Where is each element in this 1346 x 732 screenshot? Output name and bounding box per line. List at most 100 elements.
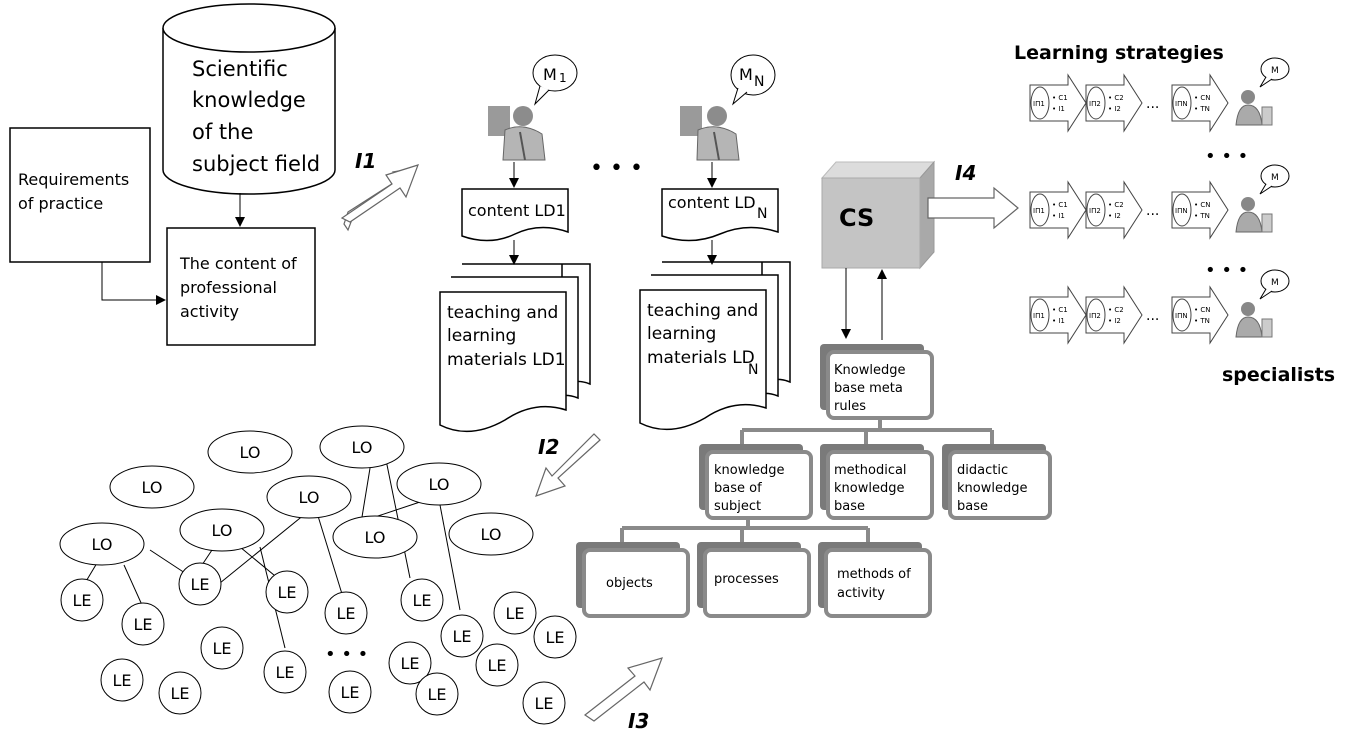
strategy-step-arrow: IПN• CN• TN [1171, 285, 1229, 345]
cs-label: CS [839, 204, 874, 232]
content-ldn-document: content LD N [661, 188, 779, 242]
step-code: IП2 [1089, 312, 1101, 320]
kb-meta-line-3: rules [834, 399, 866, 414]
developer-1-label: M [543, 65, 557, 84]
materials-ldn-subscript: N [748, 362, 758, 378]
le-label: LE [427, 685, 446, 704]
lo-label: LO [352, 438, 373, 457]
materials-ld1-stack: teaching and learning materials LD1 [439, 263, 591, 433]
step-code: IП2 [1089, 207, 1101, 215]
strategies-title: Learning strategies [1014, 42, 1224, 64]
content-ldn-subscript: N [757, 206, 767, 222]
step-item: • I1 [1052, 317, 1065, 325]
learning-object-node: LO [332, 515, 418, 559]
step-code: IП2 [1089, 100, 1101, 108]
le-label: LE [487, 656, 506, 675]
strategy-step-arrow: IП2• C2• I2 [1085, 73, 1143, 133]
content-ldn-label: content LD [668, 193, 756, 212]
kb-subject-line-2: base of [714, 481, 762, 496]
le-label: LE [275, 663, 294, 682]
learning-element-node: LE [200, 626, 244, 670]
activity-line-2: professional [180, 278, 277, 297]
kb-meta-rules-node: Knowledge base meta rules [820, 344, 934, 420]
cs-cube: CS [820, 160, 936, 270]
kb-didactic-line-2: knowledge [957, 481, 1027, 496]
lo-label: LO [212, 521, 233, 540]
activity-line-1: The content of [179, 254, 297, 273]
learning-element-node: LE [400, 578, 444, 622]
learning-object-node: LO [266, 475, 352, 519]
learning-object-node: LO [179, 508, 265, 552]
interface-i2-arrow [535, 433, 601, 497]
scientific-knowledge-cylinder: Scientific knowledge of the subject fiel… [162, 3, 336, 195]
materials-ldn-stack: teaching and learning materials LD N [639, 261, 791, 431]
materials-ldn-line-1: teaching and [647, 301, 758, 321]
requirements-box: Requirements of practice [9, 127, 151, 263]
learning-element-node: LE [328, 670, 372, 714]
step-code: IПN [1175, 312, 1188, 320]
learning-object-node: LO [396, 462, 482, 506]
developers-ellipsis: • • • [590, 156, 643, 181]
learning-element-node: LE [388, 641, 432, 685]
step-item: • I2 [1108, 317, 1121, 325]
kb-subject-node: knowledge base of subject [699, 444, 813, 520]
strategy-step-arrow: IПN• CN• TN [1171, 73, 1229, 133]
le-label: LE [212, 639, 231, 658]
learning-object-node: LO [59, 522, 145, 566]
content-ld1-document: content LD1 [461, 188, 569, 242]
step-item: • TN [1194, 212, 1210, 220]
learning-element-node: LE [475, 643, 519, 687]
developer-n-subscript: N [754, 74, 764, 90]
scientific-knowledge-line-3: of the [192, 120, 253, 144]
lo-label: LO [240, 443, 261, 462]
step-item: • I1 [1052, 105, 1065, 113]
kb-methods-node: methods of activity [818, 542, 932, 618]
specialist-icon: M [1235, 164, 1290, 233]
professional-activity-box: The content of professional activity [166, 227, 316, 346]
lo-label: LO [142, 478, 163, 497]
kb-methodical-line-2: knowledge [834, 481, 904, 496]
learning-element-node: LE [493, 591, 537, 635]
lo-label: LO [299, 488, 320, 507]
strategies-ellipsis-2: • • • [1205, 260, 1248, 281]
interface-i1-label: I1 [355, 149, 376, 173]
interface-i2-label: I2 [538, 435, 559, 459]
le-label: LE [112, 671, 131, 690]
interface-i1-arrow-shape [340, 164, 419, 223]
kb-processes-node: processes [697, 542, 811, 618]
kb-tree-connectors [620, 418, 994, 542]
lo-label: LO [429, 475, 450, 494]
interface-i3-label: I3 [628, 709, 649, 732]
step-item: • C2 [1108, 94, 1124, 102]
network-ellipsis: • • • [325, 644, 368, 665]
step-code: IП1 [1033, 207, 1045, 215]
step-item: • C2 [1108, 201, 1124, 209]
kb-subject-line-1: knowledge [714, 463, 784, 478]
kb-objects-node: objects [576, 542, 690, 618]
le-label: LE [277, 583, 296, 602]
specialist-bubble-label: M [1271, 66, 1279, 76]
lo-label: LO [481, 525, 502, 544]
scientific-knowledge-line-2: knowledge [192, 88, 306, 112]
learning-object-node: LO [448, 512, 534, 556]
specialist-icon: M [1235, 269, 1290, 338]
le-label: LE [336, 604, 355, 623]
strategy-step-arrow: IП2• C2• I2 [1085, 180, 1143, 240]
learning-element-node: LE [324, 591, 368, 635]
speech-bubble [532, 54, 578, 92]
materials-ldn-line-2: learning [647, 324, 716, 344]
step-code: IП1 [1033, 100, 1045, 108]
le-label: LE [72, 591, 91, 610]
le-label: LE [545, 628, 564, 647]
specialist-icon: M [1235, 57, 1290, 126]
arrow-requirements-to-activity [101, 262, 166, 305]
learning-object-node: LO [319, 425, 405, 469]
developer-n: M N [680, 54, 776, 161]
kb-processes-label: processes [714, 572, 779, 587]
materials-ld1-line-3: materials LD1 [447, 350, 566, 370]
specialist-bubble-label: M [1271, 278, 1279, 288]
